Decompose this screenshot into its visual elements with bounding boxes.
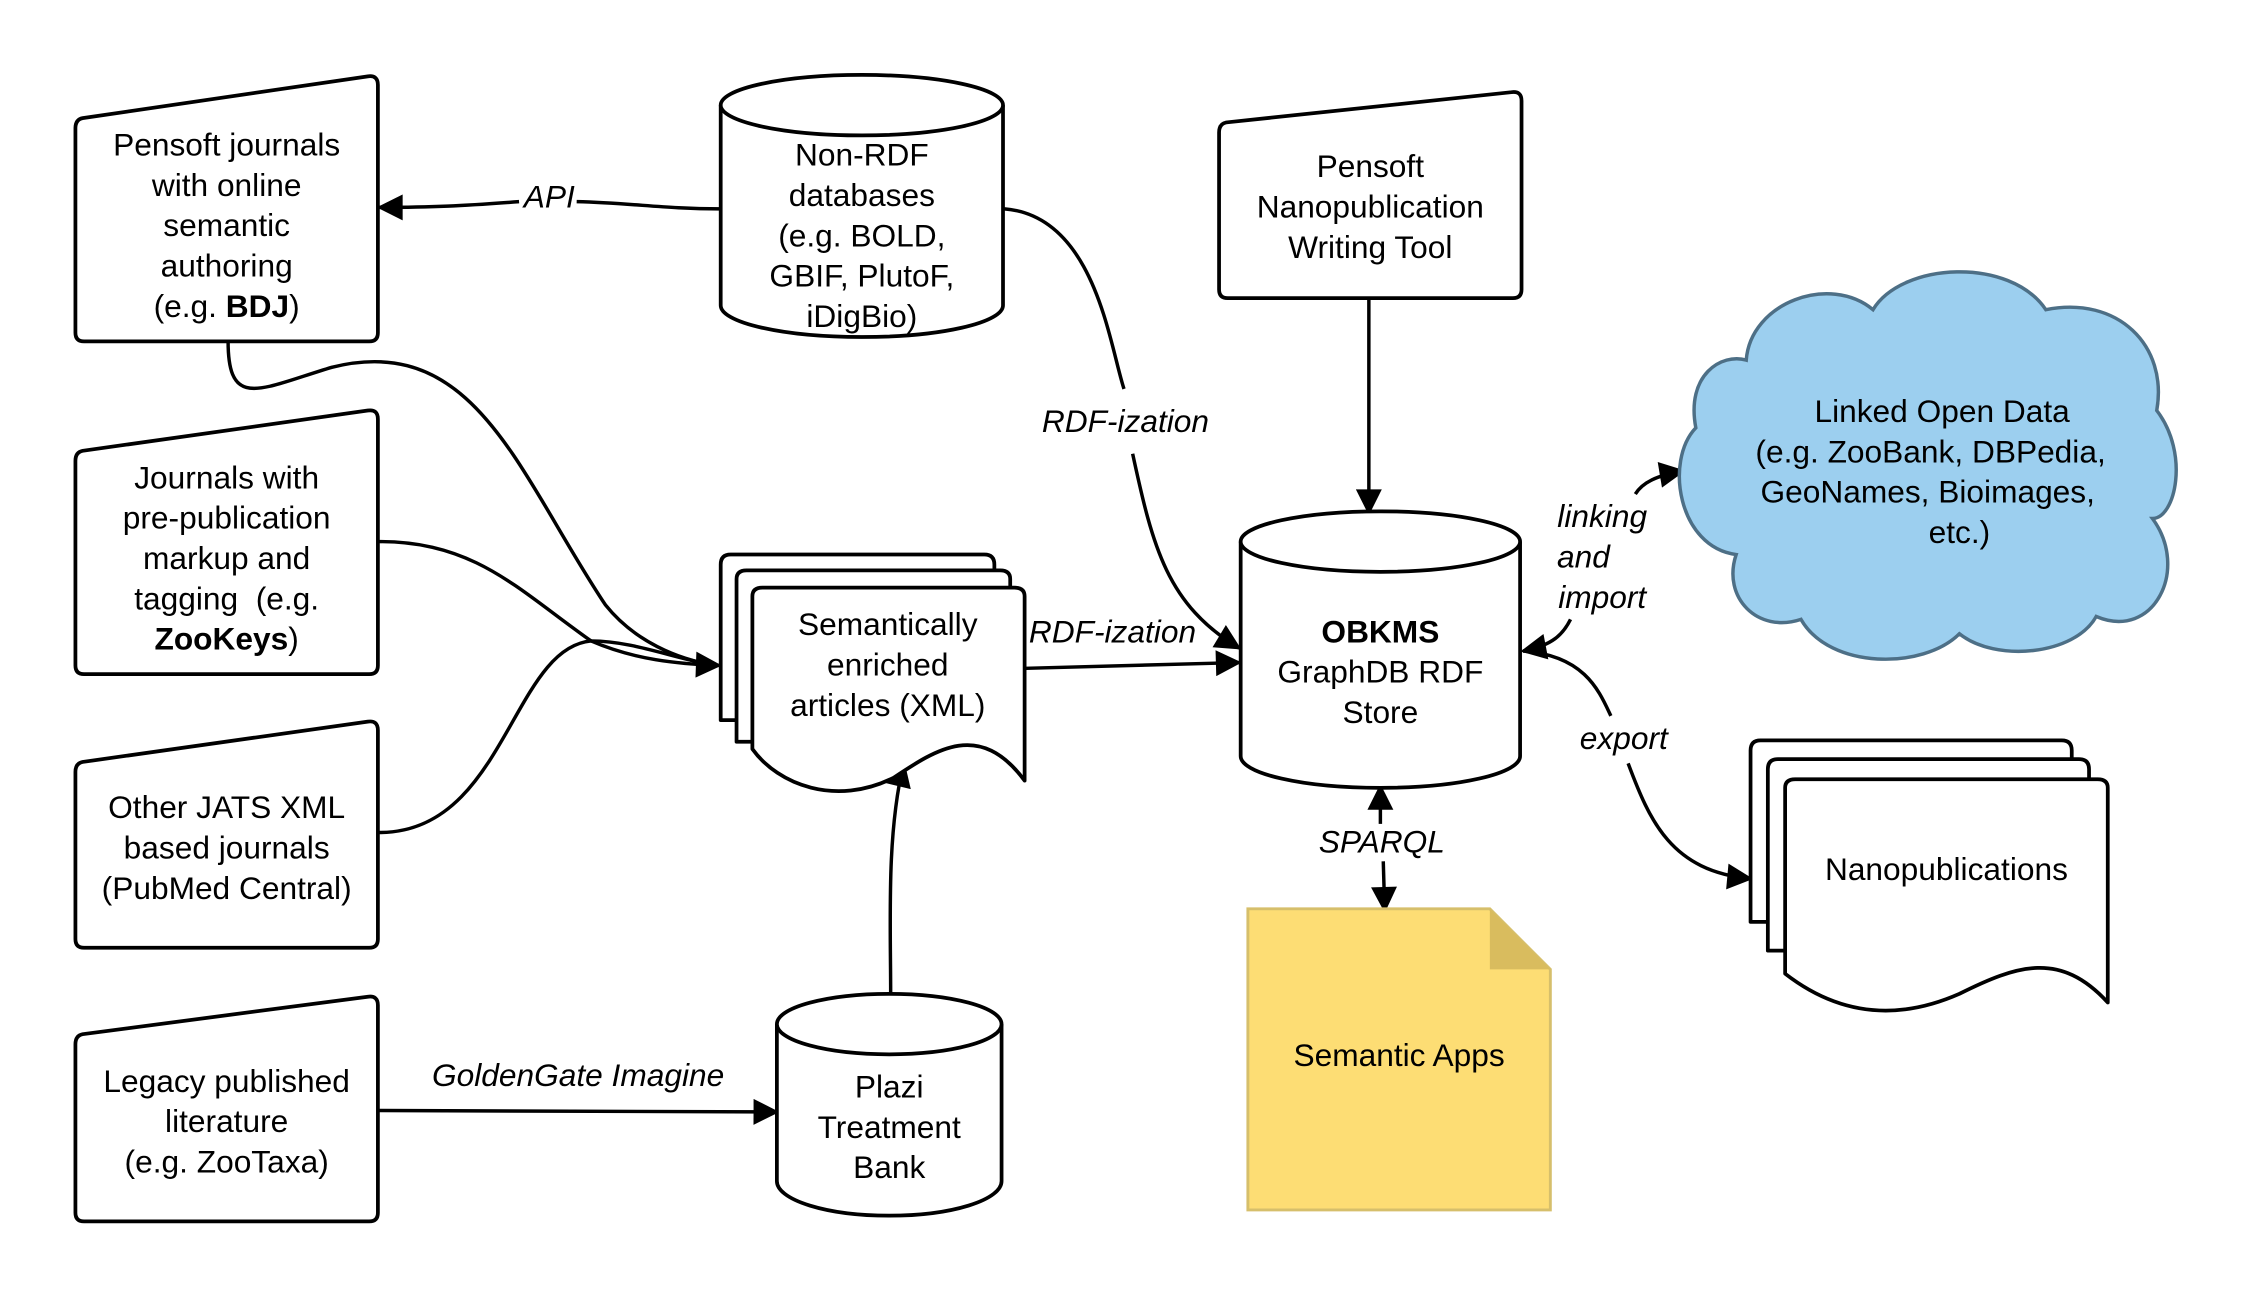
node-label-line: Non-RDF xyxy=(795,137,929,173)
edge-label-api: API xyxy=(522,178,575,214)
edge-rdfization-articles xyxy=(1026,650,1242,677)
node-pensoft-journals[interactable]: Pensoft journals with online semantic au… xyxy=(73,74,380,344)
node-label-line: Pensoft journals xyxy=(113,127,340,163)
node-semantic-apps[interactable]: Semantic Apps xyxy=(1246,907,1552,1212)
node-label-line: Writing Tool xyxy=(1288,229,1452,265)
node-plazi[interactable]: Plazi Treatment Bank xyxy=(775,991,1004,1218)
svg-text:with online: with online xyxy=(151,167,302,203)
node-title: OBKMS xyxy=(1321,613,1439,649)
node-label-line: GeoNames, Bioimages, xyxy=(1760,474,2094,510)
edge-labels: API RDF-ization RDF-ization GoldenGate I… xyxy=(432,178,1669,1093)
svg-text:(e.g. BDJ): (e.g. BDJ) xyxy=(154,288,300,324)
journal-name-bold: BDJ xyxy=(226,288,289,324)
node-label-line: Legacy published xyxy=(103,1063,350,1099)
node-label-line: etc.) xyxy=(1929,514,1991,550)
svg-text:tagging (e.g.: tagging (e.g. xyxy=(134,580,319,616)
node-label-line: literature xyxy=(165,1103,288,1139)
node-obkms[interactable]: OBKMS GraphDB RDF Store xyxy=(1238,509,1522,790)
edge-sparql-lower xyxy=(1371,861,1397,913)
node-label-line: Semantic Apps xyxy=(1293,1037,1504,1073)
node-label-line: Linked Open Data xyxy=(1814,393,2070,429)
edge-label-export: export xyxy=(1580,720,1669,756)
svg-text:Journals with: Journals with xyxy=(134,459,319,495)
node-label-line: Treatment xyxy=(818,1109,961,1145)
edge-goldengate xyxy=(379,1098,780,1125)
edge-pensoft-to-articles xyxy=(226,341,717,668)
journal-name-bold: ZooKeys xyxy=(154,621,288,657)
svg-text:GoldenGate Imagine: GoldenGate Imagine xyxy=(432,1057,724,1093)
node-legacy-literature[interactable]: Legacy published literature (e.g. ZooTax… xyxy=(73,994,380,1224)
node-label-line: Pensoft xyxy=(1317,148,1425,184)
edge-label-linking: and xyxy=(1557,539,1611,575)
node-label-line: ) xyxy=(288,621,299,657)
node-enriched-articles[interactable]: Semantically enriched articles (XML) xyxy=(718,552,1027,793)
svg-text:semantic: semantic xyxy=(163,207,290,243)
node-label-line: authoring xyxy=(161,248,293,284)
node-label-line: articles (XML) xyxy=(790,687,985,723)
node-label-line: semantic xyxy=(163,207,290,243)
node-label-line: (e.g. ZooTaxa) xyxy=(125,1143,329,1179)
edge-label-linking: import xyxy=(1558,579,1647,615)
edge-label-sparql: SPARQL xyxy=(1319,824,1445,860)
node-label-line: tagging (e.g. xyxy=(134,580,319,616)
edge-plazi-to-articles xyxy=(885,760,911,994)
edge-label-rdfization: RDF-ization xyxy=(1029,613,1196,649)
edge-prepub-to-articles xyxy=(379,539,722,678)
node-label-line: ) xyxy=(289,288,300,324)
node-label-line: Store xyxy=(1343,694,1419,730)
note-fold xyxy=(1489,908,1551,970)
node-label-line: Nanopublication xyxy=(1257,188,1484,224)
svg-text:Pensoft journals: Pensoft journals xyxy=(113,127,340,163)
edge-linking-import-upper xyxy=(1633,462,1686,496)
node-label-line: Nanopublications xyxy=(1825,851,2068,887)
edge-api xyxy=(379,202,721,209)
node-prepub-journals[interactable]: Journals with pre-publication markup and… xyxy=(73,408,380,676)
svg-text:markup and: markup and xyxy=(143,540,310,576)
edge-export-lower xyxy=(1626,762,1754,890)
node-label-line: databases xyxy=(789,177,935,213)
node-label-line: based journals xyxy=(124,829,330,865)
edge-jats-to-articles xyxy=(379,639,717,835)
edge-rdfization-db-lower xyxy=(1130,453,1242,650)
node-label-line: (e.g. ZooBank, DBPedia, xyxy=(1755,433,2105,469)
node-nanopub-tool[interactable]: Pensoft Nanopublication Writing Tool xyxy=(1217,90,1524,301)
edge-export-upper xyxy=(1522,649,1613,717)
node-label-line: Plazi xyxy=(855,1069,924,1105)
node-nanopublications[interactable]: Nanopublications xyxy=(1748,738,2110,1013)
node-label-line: pre-publication xyxy=(123,500,331,536)
node-label-line: (PubMed Central) xyxy=(102,870,352,906)
edge-label-goldengate: Imagine xyxy=(612,1057,725,1093)
node-label-line: (e.g. xyxy=(154,288,226,324)
node-label-line: enriched xyxy=(827,647,949,683)
cloud-shape xyxy=(1677,270,2178,661)
svg-text:authoring: authoring xyxy=(161,248,293,284)
edge-label-linking: linking xyxy=(1557,498,1647,534)
node-label-line: iDigBio) xyxy=(806,298,917,334)
node-label-line: (e.g. BOLD, xyxy=(778,217,945,253)
node-jats-journals[interactable]: Other JATS XML based journals (PubMed Ce… xyxy=(73,719,380,950)
node-label-line: GraphDB RDF xyxy=(1277,654,1483,690)
edge-label-goldengate: GoldenGate xyxy=(432,1057,612,1093)
node-label-line: Semantically xyxy=(798,606,978,642)
node-label-line: with online xyxy=(151,167,302,203)
edge-linking-import-lower xyxy=(1520,618,1573,660)
connectors xyxy=(226,202,1754,1125)
node-label-line: markup and xyxy=(143,540,310,576)
node-label-line: Bank xyxy=(853,1149,925,1185)
svg-text:pre-publication: pre-publication xyxy=(123,500,331,536)
svg-text:ZooKeys): ZooKeys) xyxy=(154,621,298,657)
node-label-line: Journals with xyxy=(134,459,319,495)
node-label-line: GBIF, PlutoF, xyxy=(769,258,954,294)
node-non-rdf-databases[interactable]: Non-RDF databases (e.g. BOLD, GBIF, Plut… xyxy=(718,73,1005,339)
node-lod-cloud[interactable]: Linked Open Data (e.g. ZooBank, DBPedia,… xyxy=(1677,270,2178,661)
node-label-line: Other JATS XML xyxy=(108,789,345,825)
edge-label-rdfization: RDF-ization xyxy=(1042,403,1209,439)
edge-rdfization-db xyxy=(1004,207,1126,390)
note-body xyxy=(1246,907,1552,1212)
